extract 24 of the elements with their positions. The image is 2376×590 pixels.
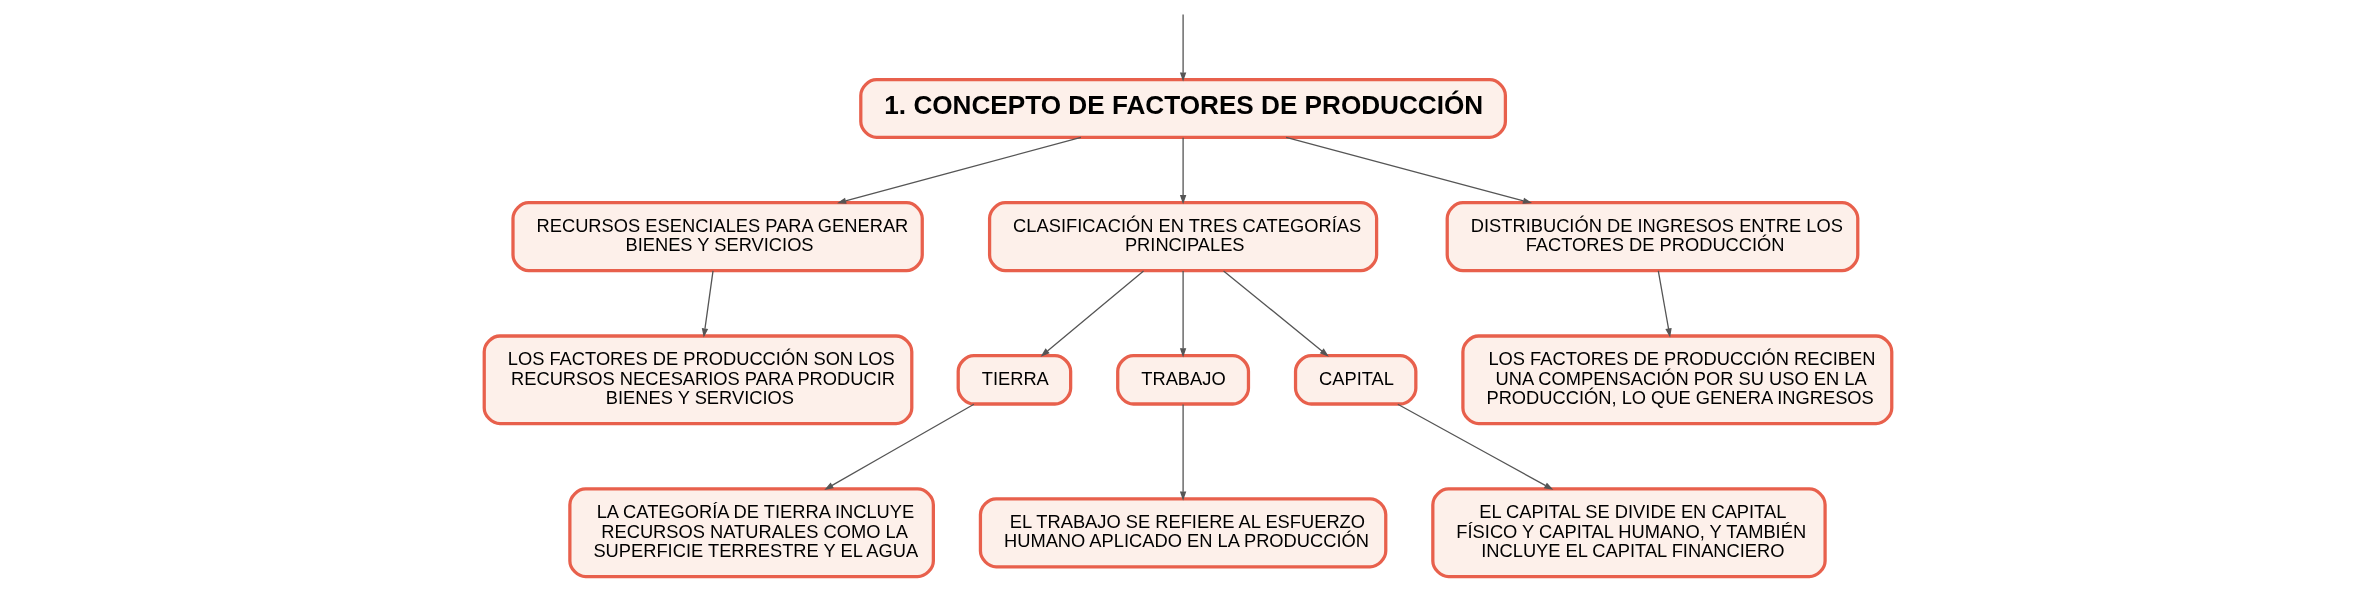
node-box: TIERRA <box>956 354 1073 406</box>
arrow <box>1657 270 1672 338</box>
node-box: LA CATEGORÍA DE TIERRA INCLUYE RECURSOS NATURALES COMO LA SUPERFICIE TERRESTRE Y EL AGUA <box>568 487 935 579</box>
node-box: CLASIFICACIÓN EN TRES CATEGORÍAS PRINCIPALES <box>987 201 1379 273</box>
node-box: CAPITAL <box>1293 354 1418 406</box>
arrow <box>1040 270 1145 357</box>
node-box: EL TRABAJO SE REFIERE AL ESFUERZO HUMANO APLICADO EN LA PRODUCCIÓN <box>978 497 1388 569</box>
node-box: EL CAPITAL SE DIVIDE EN CAPITAL FÍSICO Y CAPITAL HUMANO, Y TAMBIÉN INCLUYE EL CAPITAL FINANCIERO <box>1431 487 1827 579</box>
arrow <box>837 136 1082 204</box>
node-box: LOS FACTORES DE PRODUCCIÓN RECIBEN UNA COMPENSACIÓN POR SU USO EN LA PRODUCCIÓN, LO QUE GENERA INGRESOS <box>1461 334 1894 426</box>
arrow <box>824 403 975 490</box>
arrow <box>1222 270 1329 357</box>
arrow <box>1179 137 1187 205</box>
arrow <box>1179 13 1187 82</box>
node-box: DISTRIBUCIÓN DE INGRESOS ENTRE LOS FACTORES DE PRODUCCIÓN <box>1445 201 1860 273</box>
node-box: LOS FACTORES DE PRODUCCIÓN SON LOS RECURSOS NECESARIOS PARA PRODUCIR BIENES Y SERVICIOS <box>482 334 914 426</box>
arrow <box>1285 136 1533 204</box>
node-box: 1. CONCEPTO DE FACTORES DE PRODUCCIÓN <box>859 78 1508 139</box>
arrow <box>1179 270 1187 358</box>
arrow <box>1397 403 1554 490</box>
arrow <box>1179 403 1187 501</box>
arrow <box>701 270 714 338</box>
node-box: TRABAJO <box>1116 354 1251 406</box>
node-box: RECURSOS ESENCIALES PARA GENERAR BIENES Y SERVICIOS <box>511 201 924 273</box>
